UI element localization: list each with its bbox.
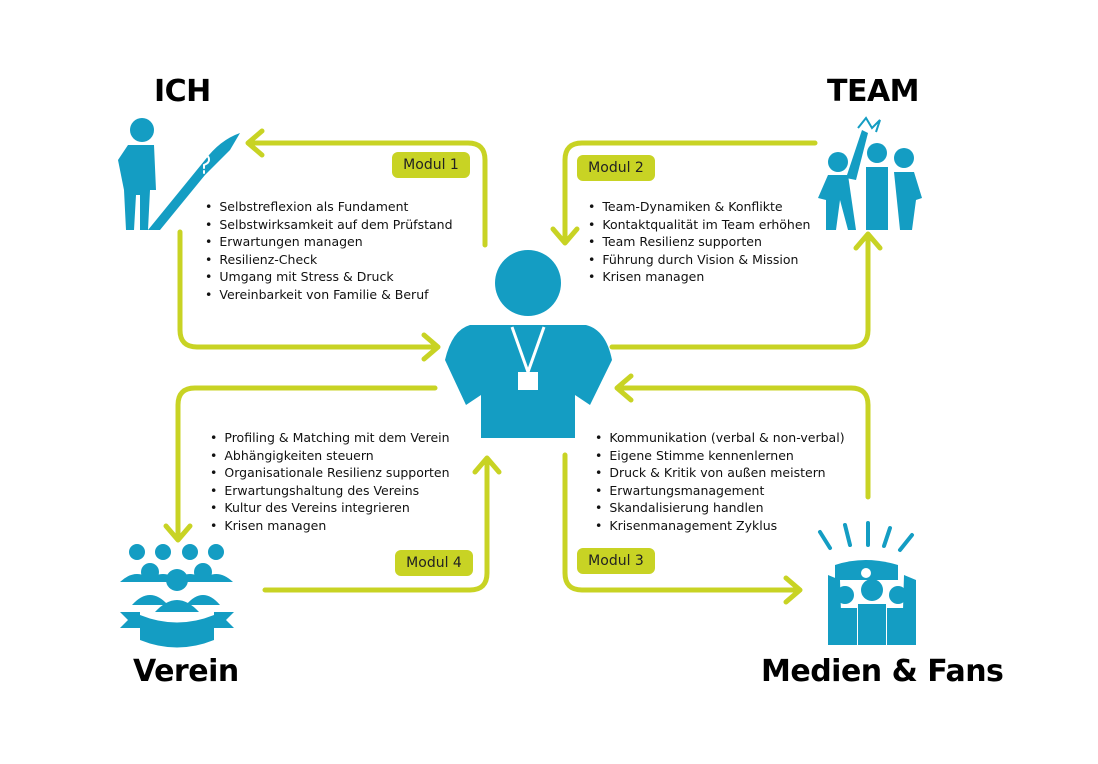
ich-title: ICH	[154, 74, 211, 109]
medien-fans-title: Medien & Fans	[761, 654, 1004, 689]
list-item: Selbstreflexion als Fundament	[205, 198, 453, 216]
arrow-modul1-to-ich	[245, 128, 488, 248]
list-item: Erwartungsmanagement	[595, 482, 845, 500]
medien-topic-list: Kommunikation (verbal & non-verbal) Eige…	[595, 429, 845, 535]
list-item: Team-Dynamiken & Konflikte	[588, 198, 810, 216]
list-item: Abhängigkeiten steuern	[210, 447, 450, 465]
verein-group-icon	[120, 544, 234, 648]
list-item: Erwartungshaltung des Vereins	[210, 482, 450, 500]
modul-4-badge: Modul 4	[395, 550, 473, 576]
list-item: Kultur des Vereins integrieren	[210, 499, 450, 517]
team-topic-list: Team-Dynamiken & Konflikte Kontaktqualit…	[588, 198, 810, 286]
list-item: Krisenmanagement Zyklus	[595, 517, 845, 535]
list-item: Kommunikation (verbal & non-verbal)	[595, 429, 844, 447]
list-item: Resilienz-Check	[205, 251, 453, 269]
medien-fans-icon	[818, 521, 916, 645]
arrow-center-to-team	[609, 231, 883, 350]
verein-topic-list: Profiling & Matching mit dem Verein Abhä…	[210, 429, 450, 535]
modul-1-badge: Modul 1	[392, 152, 470, 178]
list-item: Kontaktqualität im Team erhöhen	[588, 216, 810, 234]
list-item: Skandalisierung handlen	[595, 499, 845, 517]
center-person-icon	[445, 250, 612, 438]
list-item: Krisen managen	[588, 268, 810, 286]
list-item: Druck & Kritik von außen meistern	[595, 464, 845, 482]
ich-topic-list: Selbstreflexion als Fundament Selbstwirk…	[205, 198, 453, 304]
verein-title: Verein	[133, 654, 239, 689]
arrow-team-to-modul2	[550, 140, 818, 246]
list-item: Organisationale Resilienz supporten	[210, 464, 449, 482]
list-item: Führung durch Vision & Mission	[588, 251, 810, 269]
modul-3-badge: Modul 3	[577, 548, 655, 574]
modul-2-badge: Modul 2	[577, 155, 655, 181]
list-item: Erwartungen managen	[205, 233, 453, 251]
arrow-center-to-medien	[562, 452, 803, 605]
arrow-center-to-verein	[163, 385, 438, 543]
team-title: TEAM	[827, 74, 920, 109]
arrow-ich-to-center	[177, 229, 441, 362]
list-item: Selbstwirksamkeit auf dem Prüfstand	[205, 216, 452, 234]
ich-thinking-person-icon	[118, 118, 240, 230]
list-item: Team Resilienz supporten	[588, 233, 810, 251]
arrow-medien-to-center	[614, 373, 871, 500]
list-item: Krisen managen	[210, 517, 450, 535]
list-item: Vereinbarkeit von Familie & Beruf	[205, 286, 453, 304]
list-item: Umgang mit Stress & Druck	[205, 268, 453, 286]
arrow-verein-to-center	[262, 455, 502, 593]
list-item: Eigene Stimme kennenlernen	[595, 447, 845, 465]
list-item: Profiling & Matching mit dem Verein	[210, 429, 449, 447]
team-high-five-icon	[818, 116, 922, 230]
